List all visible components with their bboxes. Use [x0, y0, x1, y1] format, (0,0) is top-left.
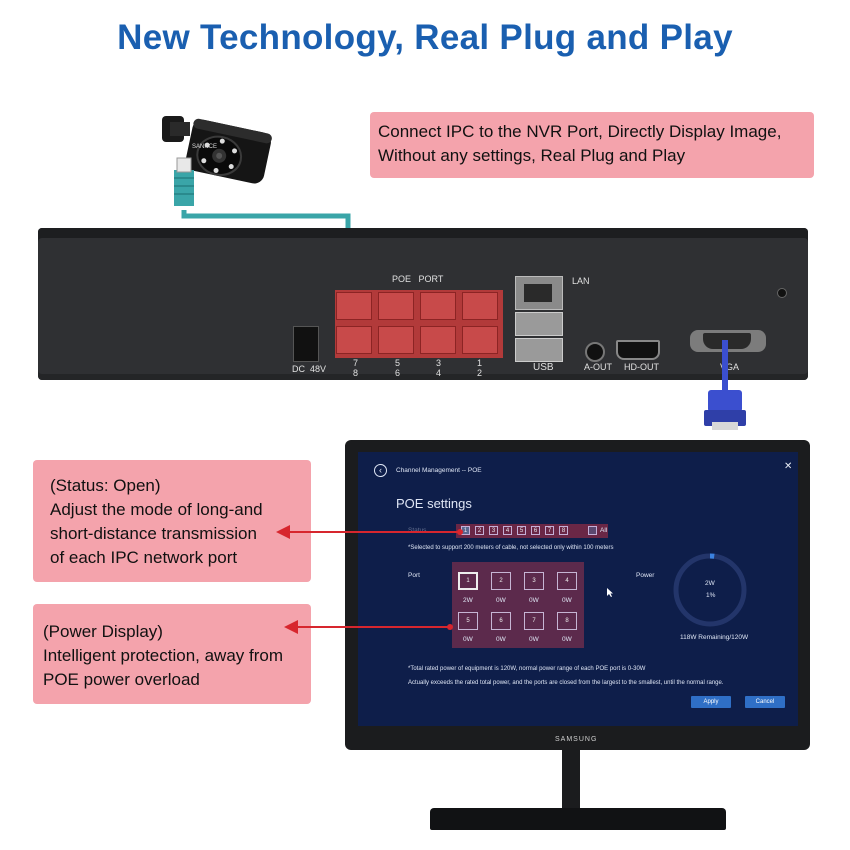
- callout-power: (Power Display) Intelligent protection, …: [33, 604, 311, 704]
- port-tile-1[interactable]: 1: [458, 572, 478, 590]
- port-tile-7[interactable]: 7: [524, 612, 544, 630]
- lan-label: LAN: [572, 276, 590, 286]
- status-checkbox-5[interactable]: 5: [517, 526, 526, 535]
- close-icon: ✕: [784, 461, 793, 472]
- usb-port-1: [515, 312, 563, 336]
- back-button[interactable]: ‹: [374, 464, 387, 477]
- poe-port-5: [378, 292, 414, 320]
- callout-status-line-3: short-distance transmission: [50, 524, 257, 543]
- port-tile-4[interactable]: 4: [557, 572, 577, 590]
- poe-port-3: [420, 292, 456, 320]
- reset-hole: [777, 288, 787, 298]
- vga-label: VGA: [720, 362, 740, 372]
- status-checkbox-8[interactable]: 8: [559, 526, 568, 535]
- poe-port-6: [378, 326, 414, 354]
- arrow-to-port-panel: [284, 620, 453, 634]
- port-number-1: 1: [477, 358, 483, 368]
- power-gauge: [673, 553, 747, 627]
- mouse-cursor-icon: [607, 588, 613, 597]
- port-number-5: 5: [395, 358, 401, 368]
- gauge-percent: 1%: [706, 592, 716, 599]
- callout-connect-line-1: Connect IPC to the NVR Port, Directly Di…: [378, 122, 782, 141]
- power-label: Power: [636, 572, 655, 579]
- exceed-note: Actually exceeds the rated total power, …: [408, 680, 724, 686]
- headline: New Technology, Real Plug and Play: [117, 18, 733, 57]
- all-label: All: [600, 527, 608, 534]
- lan-port-socket: [524, 284, 552, 302]
- port-number-3: 3: [436, 358, 442, 368]
- port-label: Port: [408, 572, 420, 579]
- poe-port-8: [336, 326, 372, 354]
- callout-status-line-2: Adjust the mode of long-and: [50, 500, 263, 519]
- poe-port-1: [462, 292, 498, 320]
- power-remaining: 118W Remaining/120W: [680, 634, 749, 641]
- dc-label: DC 48V: [292, 364, 327, 374]
- callout-connect-line-2: Without any settings, Real Plug and Play: [378, 146, 686, 165]
- poe-port-7: [336, 292, 372, 320]
- callout-status: (Status: Open) Adjust the mode of long-a…: [33, 460, 311, 582]
- monitor-neck: [562, 750, 580, 812]
- cable-note: *Selected to support 200 meters of cable…: [408, 545, 614, 551]
- hdout-label: HD-OUT: [624, 362, 659, 372]
- callout-status-line-1: (Status: Open): [50, 476, 161, 495]
- usb-label: USB: [533, 362, 554, 373]
- port-number-7: 7: [353, 358, 359, 368]
- status-checkbox-2[interactable]: 2: [475, 526, 484, 535]
- status-checkbox-6[interactable]: 6: [531, 526, 540, 535]
- port-tile-2[interactable]: 2: [491, 572, 511, 590]
- port-number-8: 8: [353, 368, 359, 378]
- port-panel: [452, 562, 584, 648]
- port-tile-3[interactable]: 3: [524, 572, 544, 590]
- security-camera-icon: SANNCE: [162, 116, 272, 184]
- gauge-value: 2W: [705, 580, 715, 587]
- audio-out-jack: [585, 342, 605, 362]
- apply-button[interactable]: Apply: [691, 696, 731, 708]
- port-tile-8[interactable]: 8: [557, 612, 577, 630]
- poe-port-4: [420, 326, 456, 354]
- port-watt-2: 0W: [496, 597, 506, 604]
- port-tile-5[interactable]: 5: [458, 612, 478, 630]
- port-number-6: 6: [395, 368, 401, 378]
- callout-power-line-1: (Power Display): [43, 622, 163, 641]
- port-watt-3: 0W: [529, 597, 539, 604]
- port-watt-8: 0W: [562, 636, 572, 643]
- arrow-to-status-row: [276, 525, 463, 539]
- port-tile-6[interactable]: 6: [491, 612, 511, 630]
- port-number-4: 4: [436, 368, 442, 378]
- poe-settings-screen: ‹ Channel Management -- POE ✕ POE settin…: [358, 452, 798, 726]
- aout-label: A-OUT: [584, 362, 612, 372]
- hdmi-port: [616, 340, 660, 360]
- status-checkbox-3[interactable]: 3: [489, 526, 498, 535]
- poe-port-label: POE PORT: [392, 274, 444, 284]
- port-watt-1: 2W: [463, 597, 473, 604]
- vga-cable: [704, 340, 746, 430]
- usb-port-2: [515, 338, 563, 362]
- monitor-base: [430, 808, 726, 830]
- port-watt-7: 0W: [529, 636, 539, 643]
- poe-port-2: [462, 326, 498, 354]
- port-watt-6: 0W: [496, 636, 506, 643]
- port-number-2: 2: [477, 368, 483, 378]
- callout-power-line-2: Intelligent protection, away from: [43, 646, 284, 665]
- breadcrumb: Channel Management -- POE: [396, 467, 482, 474]
- total-power-note: *Total rated power of equipment is 120W,…: [408, 666, 646, 672]
- status-label: Status: [408, 527, 427, 534]
- cancel-button[interactable]: Cancel: [745, 696, 785, 708]
- status-checkbox-7[interactable]: 7: [545, 526, 554, 535]
- port-watt-5: 0W: [463, 636, 473, 643]
- back-arrow-icon: ‹: [379, 465, 382, 475]
- dc-jack: [293, 326, 319, 362]
- callout-power-line-3: POE power overload: [43, 670, 200, 689]
- close-button[interactable]: ✕: [784, 461, 792, 472]
- screen-heading: POE settings: [396, 496, 472, 511]
- callout-connect: Connect IPC to the NVR Port, Directly Di…: [370, 112, 814, 178]
- port-watt-4: 0W: [562, 597, 572, 604]
- status-checkbox-all[interactable]: [588, 526, 597, 535]
- callout-status-line-4: of each IPC network port: [50, 548, 238, 567]
- monitor-brand: SAMSUNG: [555, 736, 598, 743]
- status-checkbox-4[interactable]: 4: [503, 526, 512, 535]
- camera-brand: SANNCE: [192, 144, 217, 150]
